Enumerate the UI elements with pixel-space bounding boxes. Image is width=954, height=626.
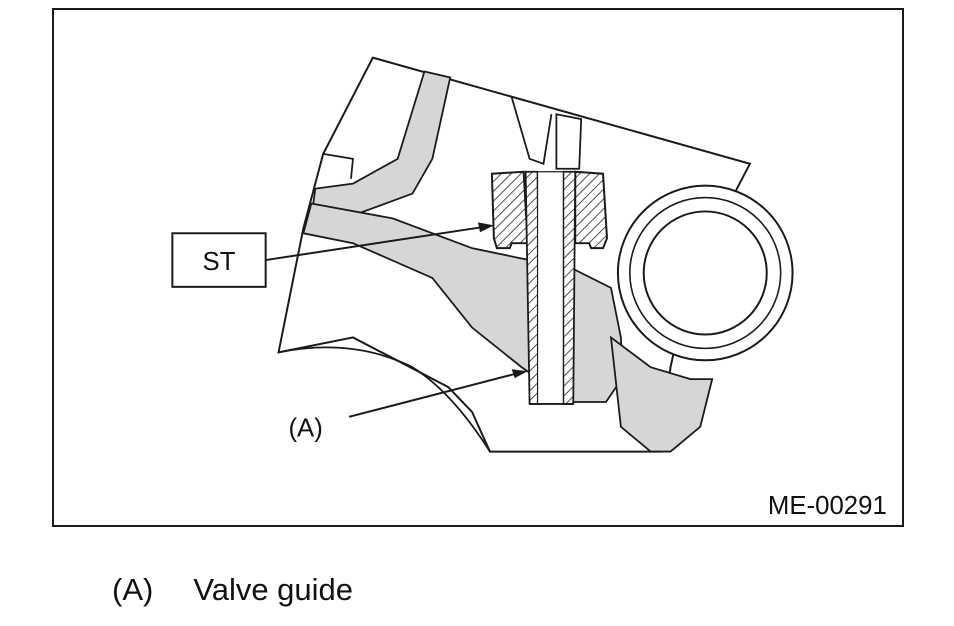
valve-guide-right-wall [562,170,577,405]
a-arrowhead [511,369,528,379]
st-arrowhead [478,222,494,233]
legend-text: Valve guide [193,572,354,607]
figure-frame: ST (A) ME-00291 [52,8,904,527]
a-label: (A) [288,415,322,443]
casting-wall-right [609,335,714,453]
legend-row: (A) Valve guide [112,572,353,608]
st-leader-line [265,225,489,262]
st-tool-left [490,170,529,250]
left-contour [278,346,491,453]
port-inner-circle [642,210,768,336]
left-step [323,153,354,179]
legend-key: (A) [112,572,154,607]
a-leader-line [348,371,522,418]
st-label: ST [203,248,236,276]
port-middle-circle [629,196,782,350]
valve-guide-diagram: ST (A) ME-00291 [171,56,887,520]
upper-rib [510,97,553,166]
figure-code: ME-00291 [768,492,887,520]
valve-guide-bore [536,171,564,405]
st-tool-right [574,170,609,250]
valve-stem-top [555,113,583,170]
